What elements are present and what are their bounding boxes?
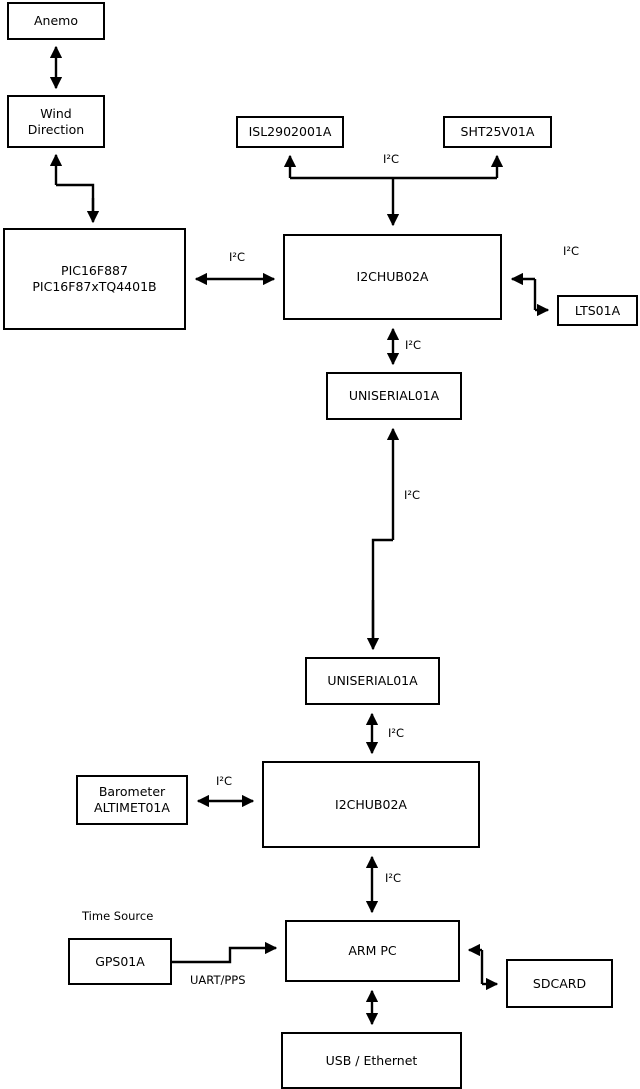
node-i2chub02a-bottom[interactable]: I2CHUB02A <box>262 761 480 848</box>
node-sdcard[interactable]: SDCARD <box>506 959 613 1008</box>
node-gps01a[interactable]: GPS01A <box>68 938 172 985</box>
node-i2chub02a-top[interactable]: I2CHUB02A <box>283 234 502 320</box>
edge-label-i2c-hub-uniserial1: I²C <box>405 338 422 352</box>
node-wind-direction-label: Wind Direction <box>27 105 85 137</box>
node-i2chub02a-top-label: I2CHUB02A <box>356 269 429 284</box>
node-i2chub02a-bottom-label: I2CHUB02A <box>335 796 407 812</box>
node-uniserial01a-upper-label: UNISERIAL01A <box>348 388 440 403</box>
node-barometer-altimet01a-label: Barometer ALTIMET01A <box>94 784 170 815</box>
node-lts01a[interactable]: LTS01A <box>557 295 638 326</box>
edge-uni-jog <box>371 538 393 648</box>
node-uniserial01a-lower[interactable]: UNISERIAL01A <box>305 657 440 705</box>
edge-label-i2c-uniserial2-hub: I²C <box>388 726 405 740</box>
node-usb-ethernet[interactable]: USB / Ethernet <box>281 1032 462 1089</box>
node-uniserial01a-lower-label: UNISERIAL01A <box>327 673 418 688</box>
node-arm-pc-label: ARM PC <box>348 943 397 958</box>
node-wind-direction[interactable]: Wind Direction <box>7 95 105 148</box>
node-gps01a-label: GPS01A <box>95 953 145 969</box>
edge-label-i2c-top-bus: I²C <box>383 152 400 166</box>
label-time-source: Time Source <box>82 909 154 923</box>
node-pic-microcontroller-label: PIC16F887 PIC16F87xTQ4401B <box>32 263 157 294</box>
edge-label-i2c-hub-armpc: I²C <box>385 871 402 885</box>
node-anemo[interactable]: Anemo <box>7 2 105 40</box>
edge-label-i2c-pic-hub: I²C <box>229 250 246 264</box>
edge-gps-armpc <box>172 941 278 964</box>
edge-label-i2c-barometer-hub: I²C <box>216 774 233 788</box>
node-lts01a-label: LTS01A <box>574 302 621 318</box>
node-anemo-label: Anemo <box>34 13 78 28</box>
edge-label-i2c-lts: I²C <box>563 244 580 258</box>
edge-label-uart-pps: UART/PPS <box>190 973 246 987</box>
node-isl2902001a-label: ISL2902001A <box>248 124 332 139</box>
node-sdcard-label: SDCARD <box>532 975 587 991</box>
node-pic-microcontroller[interactable]: PIC16F887 PIC16F87xTQ4401B <box>3 228 186 330</box>
node-uniserial01a-upper[interactable]: UNISERIAL01A <box>326 372 462 420</box>
node-sht25v01a[interactable]: SHT25V01A <box>443 116 552 148</box>
node-isl2902001a[interactable]: ISL2902001A <box>236 116 344 148</box>
node-barometer-altimet01a[interactable]: Barometer ALTIMET01A <box>76 775 188 825</box>
node-sht25v01a-label: SHT25V01A <box>460 124 535 139</box>
node-arm-pc[interactable]: ARM PC <box>285 920 460 982</box>
edge-wind-to-pic-link <box>56 183 95 221</box>
edge-label-i2c-uniserial-link: I²C <box>404 488 421 502</box>
node-usb-ethernet-label: USB / Ethernet <box>325 1052 418 1068</box>
